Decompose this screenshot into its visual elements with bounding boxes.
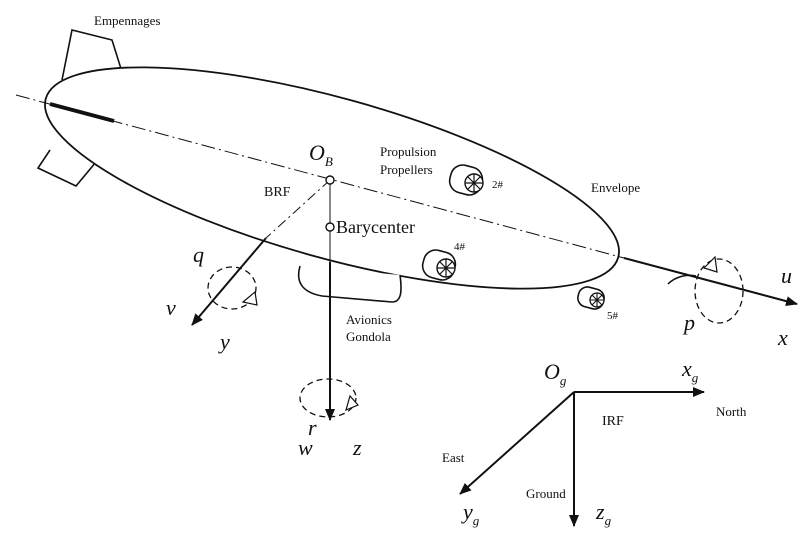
- propeller-2: [448, 164, 484, 196]
- q-rate-label: q: [193, 242, 204, 267]
- rotation-q: [207, 266, 258, 310]
- inertial-frame: [459, 387, 705, 527]
- yg-axis-label: yg: [461, 499, 480, 528]
- rotation-r: [299, 378, 360, 418]
- origin-ob-label: OB: [309, 140, 333, 169]
- avionics-label-line2: Gondola: [346, 329, 391, 344]
- w-velocity-label: w: [298, 435, 313, 460]
- rotation-p: [667, 255, 744, 324]
- lower-fin: [36, 149, 97, 187]
- propeller-4: [421, 249, 457, 281]
- avionics-label-line1: Avionics: [346, 312, 392, 327]
- u-velocity-label: u: [781, 263, 792, 288]
- north-label: North: [716, 404, 747, 419]
- propulsion-label-line2: Propellers: [380, 162, 433, 177]
- longitudinal-axis: [15, 94, 625, 259]
- y-axis-inner: [265, 179, 331, 239]
- envelope-label: Envelope: [591, 180, 640, 195]
- east-label: East: [442, 450, 465, 465]
- barycenter-point: [325, 222, 335, 232]
- r-rate-label: r: [308, 415, 317, 440]
- empennages: [36, 29, 123, 187]
- z-axis-label: z: [352, 435, 362, 460]
- x-axis-arrow: [623, 257, 798, 307]
- avionics-gondola: [297, 265, 402, 303]
- propeller-5-number: 5#: [607, 310, 619, 322]
- origin-og-label: Og: [544, 359, 567, 388]
- brf-label: BRF: [264, 185, 291, 200]
- ground-label: Ground: [526, 486, 566, 501]
- y-axis-label: y: [218, 329, 230, 354]
- yg-axis-arrow: [459, 391, 575, 495]
- v-velocity-label: v: [166, 295, 176, 320]
- irf-label: IRF: [602, 414, 624, 429]
- propulsion-label-line1: Propulsion: [380, 144, 437, 159]
- propeller-5: [577, 286, 605, 310]
- p-rate-label: p: [682, 310, 695, 335]
- xg-axis-label: xg: [681, 356, 699, 385]
- origin-ob-point: [325, 175, 335, 185]
- empennages-label: Empennages: [94, 13, 160, 28]
- upper-fin: [61, 29, 123, 81]
- propeller-4-number: 4#: [454, 241, 466, 253]
- zg-axis-label: zg: [595, 499, 612, 528]
- x-axis-label: x: [777, 325, 788, 350]
- y-axis-arrow: [191, 237, 267, 326]
- propeller-2-number: 2#: [492, 179, 504, 191]
- barycenter-label: Barycenter: [336, 217, 415, 237]
